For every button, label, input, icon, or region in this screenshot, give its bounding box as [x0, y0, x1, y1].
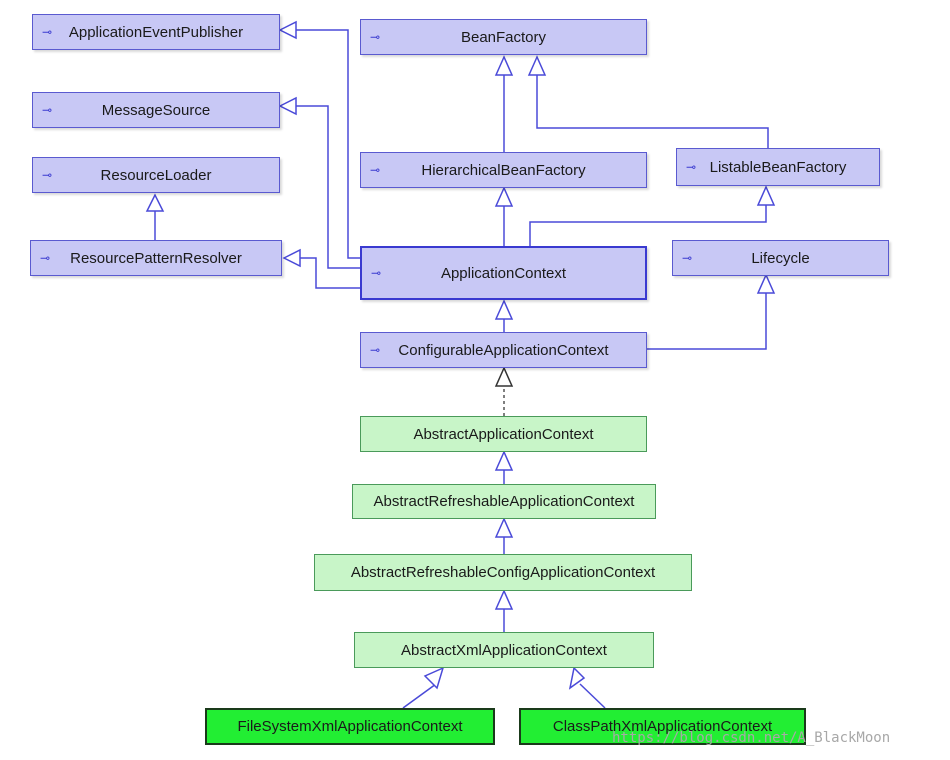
edge-cpxac-to-axac	[579, 683, 606, 709]
node-abstract-xml-application-context: AbstractXmlApplicationContext	[354, 632, 654, 668]
node-label: ResourceLoader	[100, 166, 212, 184]
arrowhead-cac-implements	[494, 366, 514, 387]
node-resource-pattern-resolver: ⊸ ResourcePatternResolver	[30, 240, 282, 276]
node-label: ResourcePatternResolver	[70, 249, 242, 267]
node-hierarchical-bean-factory: ⊸ HierarchicalBeanFactory	[360, 152, 647, 188]
arrowhead-arcac	[494, 589, 514, 610]
node-label: AbstractRefreshableApplicationContext	[373, 493, 635, 510]
edge-ac-to-lbf	[529, 205, 767, 246]
arrowhead-rpr	[282, 248, 301, 268]
arrowhead-bean-factory-right	[527, 55, 547, 76]
node-abstract-refreshable-config-application-context: AbstractRefreshableConfigApplicationCont…	[314, 554, 692, 591]
node-listable-bean-factory: ⊸ ListableBeanFactory	[676, 148, 880, 186]
arrowhead-message-source	[278, 96, 297, 116]
arrowhead-hbf	[494, 186, 514, 207]
edge-ac-to-rpr	[300, 257, 360, 289]
node-configurable-application-context: ⊸ ConfigurableApplicationContext	[360, 332, 647, 368]
node-label: AbstractApplicationContext	[413, 425, 594, 443]
node-label: AbstractRefreshableConfigApplicationCont…	[350, 564, 656, 581]
node-message-source: ⊸ MessageSource	[32, 92, 280, 128]
interface-icon: ⊸	[686, 160, 696, 174]
node-label: FileSystemXmlApplicationContext	[237, 718, 463, 735]
arrowhead-event-publisher	[278, 20, 297, 40]
arrowhead-lifecycle	[756, 273, 776, 294]
arrowhead-resource-loader	[145, 193, 165, 212]
arrowhead-bean-factory-left	[494, 55, 514, 76]
node-application-event-publisher: ⊸ ApplicationEventPublisher	[32, 14, 280, 50]
interface-icon: ⊸	[370, 163, 380, 177]
node-abstract-refreshable-application-context: AbstractRefreshableApplicationContext	[352, 484, 656, 519]
interface-icon: ⊸	[370, 343, 380, 357]
edge-cac-to-lifecycle	[646, 293, 767, 350]
node-label: ClassPathXmlApplicationContext	[552, 718, 773, 735]
node-file-system-xml-application-context: FileSystemXmlApplicationContext	[205, 708, 495, 745]
node-label: ConfigurableApplicationContext	[398, 341, 609, 359]
arrowhead-lbf	[756, 185, 776, 206]
node-label: AbstractXmlApplicationContext	[401, 641, 607, 659]
node-label: ApplicationContext	[440, 264, 567, 282]
interface-icon: ⊸	[42, 168, 52, 182]
edge-ac-to-message-source	[296, 105, 360, 269]
watermark: https://blog.csdn.net/A_BlackMoon	[612, 730, 891, 746]
node-label: HierarchicalBeanFactory	[421, 161, 586, 179]
node-class-path-xml-application-context: ClassPathXmlApplicationContext	[519, 708, 806, 745]
arrowhead-axac-right	[568, 666, 586, 690]
node-label: Lifecycle	[751, 249, 810, 267]
interface-icon: ⊸	[42, 103, 52, 117]
node-lifecycle: ⊸ Lifecycle	[672, 240, 889, 276]
node-label: BeanFactory	[460, 28, 547, 46]
arrowhead-ac	[494, 299, 514, 320]
node-bean-factory: ⊸ BeanFactory	[360, 19, 647, 55]
edge-ac-to-event-publisher	[296, 29, 360, 259]
edge-lbf-to-bean-factory	[536, 75, 769, 148]
interface-icon: ⊸	[371, 266, 381, 280]
node-abstract-application-context: AbstractApplicationContext	[360, 416, 647, 452]
interface-icon: ⊸	[370, 30, 380, 44]
node-label: MessageSource	[101, 101, 211, 119]
arrowhead-axac-left	[423, 666, 445, 690]
arrowhead-aac	[494, 450, 514, 471]
arrowhead-arac	[494, 517, 514, 538]
node-application-context: ⊸ ApplicationContext	[360, 246, 647, 300]
node-label: ApplicationEventPublisher	[68, 23, 244, 41]
edge-fsxac-to-axac	[402, 683, 437, 709]
interface-icon: ⊸	[40, 251, 50, 265]
node-resource-loader: ⊸ ResourceLoader	[32, 157, 280, 193]
interface-icon: ⊸	[42, 25, 52, 39]
node-label: ListableBeanFactory	[709, 158, 847, 176]
interface-icon: ⊸	[682, 251, 692, 265]
